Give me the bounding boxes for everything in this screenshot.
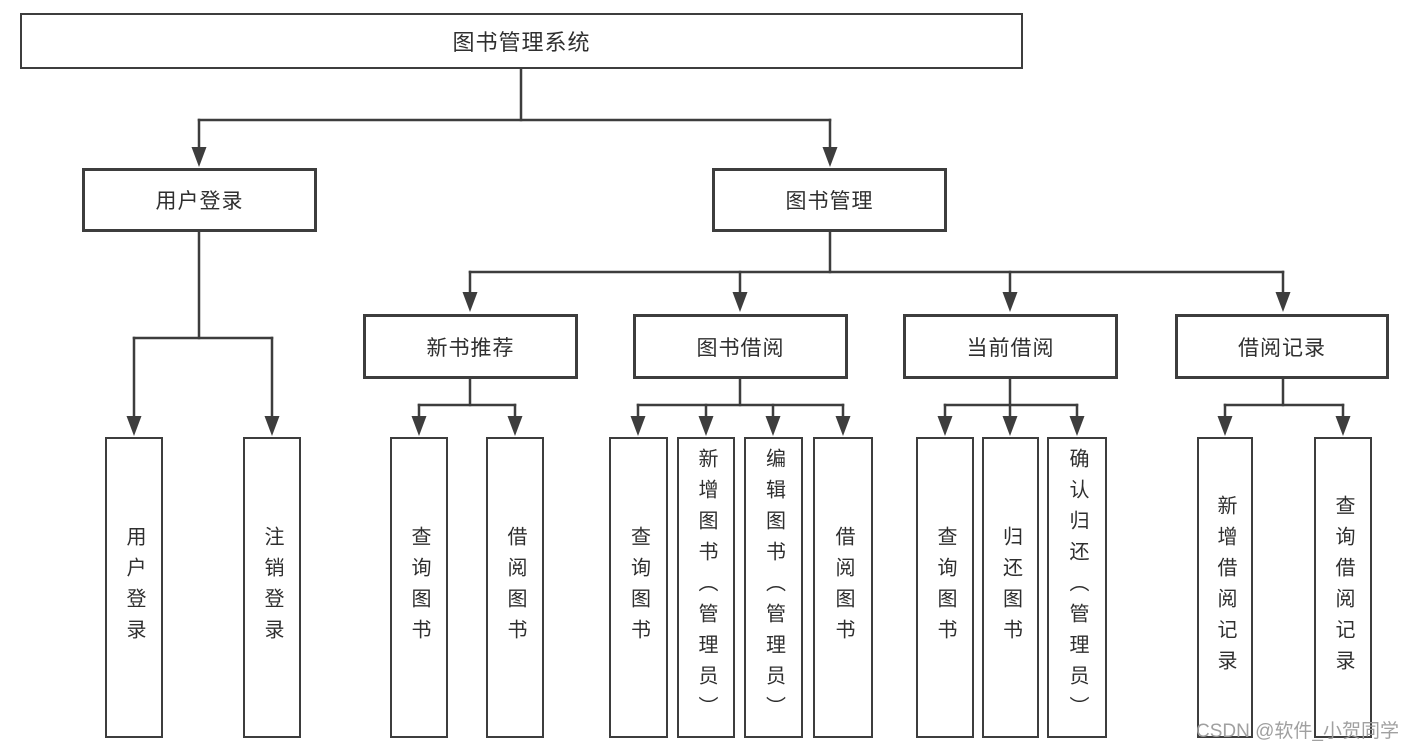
leaf-add-book-admin: 新增图书（管理员） bbox=[677, 437, 735, 738]
leaf-user-login: 用户登录 bbox=[105, 437, 163, 738]
leaf-return-book: 归还图书 bbox=[982, 437, 1039, 738]
leaf-query-books-recommend: 查询图书 bbox=[390, 437, 448, 738]
leaf-logout: 注销登录 bbox=[243, 437, 301, 738]
node-book-management: 图书管理 bbox=[712, 168, 947, 232]
node-book-borrow: 图书借阅 bbox=[633, 314, 848, 379]
leaf-query-borrow-record: 查询借阅记录 bbox=[1314, 437, 1372, 738]
node-current-borrow: 当前借阅 bbox=[903, 314, 1118, 379]
leaf-query-books-borrow: 查询图书 bbox=[609, 437, 668, 738]
leaf-query-books-current: 查询图书 bbox=[916, 437, 974, 738]
leaf-borrow-books-recommend: 借阅图书 bbox=[486, 437, 544, 738]
node-library-system: 图书管理系统 bbox=[20, 13, 1023, 69]
arrowheads bbox=[126, 147, 1351, 436]
node-borrow-records: 借阅记录 bbox=[1175, 314, 1389, 379]
leaf-add-borrow-record: 新增借阅记录 bbox=[1197, 437, 1253, 738]
leaf-confirm-return-admin: 确认归还（管理员） bbox=[1047, 437, 1107, 738]
node-user-login: 用户登录 bbox=[82, 168, 317, 232]
node-new-book-recommend: 新书推荐 bbox=[363, 314, 578, 379]
leaf-edit-book-admin: 编辑图书（管理员） bbox=[744, 437, 803, 738]
leaf-borrow-books: 借阅图书 bbox=[813, 437, 873, 738]
